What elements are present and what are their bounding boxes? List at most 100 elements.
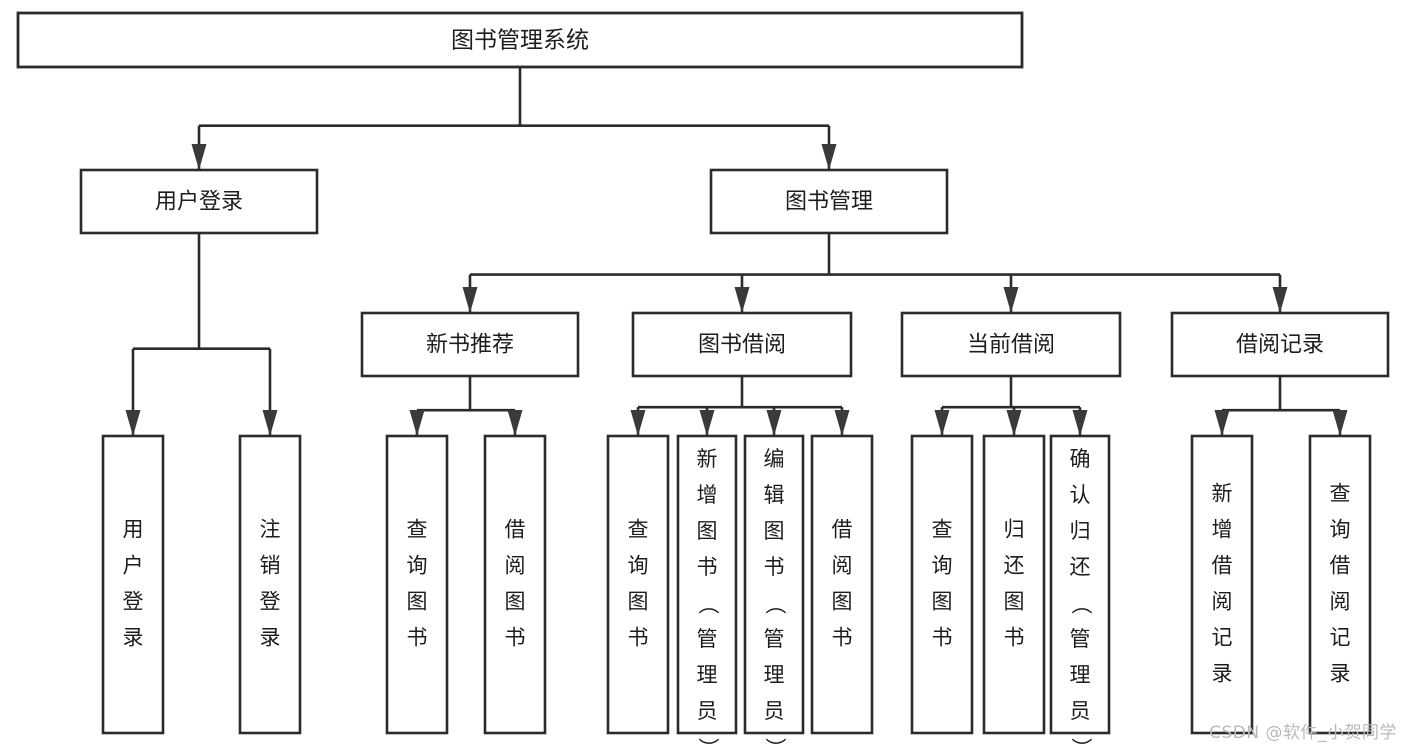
svg-text:询: 询 [407, 554, 428, 578]
svg-text:图: 图 [628, 590, 649, 614]
node-current-borrow[interactable]: 当前借阅 [900, 311, 1122, 378]
svg-text:阅: 阅 [1212, 590, 1233, 614]
connector-group-root [191, 67, 837, 170]
svg-text:销: 销 [260, 554, 281, 578]
svg-text:编: 编 [764, 447, 785, 471]
svg-text:管: 管 [1070, 627, 1091, 651]
connector-group-current-borrow [934, 376, 1088, 436]
connector-group-borrow-record [1214, 376, 1348, 436]
node-borrow-record[interactable]: 借阅记录 [1170, 311, 1390, 378]
svg-text:录: 录 [123, 626, 144, 650]
svg-text:归: 归 [1004, 518, 1025, 542]
svg-text:理: 理 [697, 663, 718, 687]
node-new-book-recommend[interactable]: 新书推荐 [360, 311, 580, 378]
svg-text:借: 借 [505, 518, 526, 542]
svg-text:书: 书 [764, 555, 785, 579]
svg-text:借: 借 [1212, 554, 1233, 578]
svg-text:录: 录 [1330, 662, 1351, 686]
svg-text:确: 确 [1070, 447, 1091, 471]
svg-text:）: ） [1069, 738, 1093, 747]
svg-text:录: 录 [1212, 662, 1233, 686]
svg-text:用: 用 [123, 518, 144, 542]
svg-text:（: （ [1069, 594, 1093, 615]
svg-text:查: 查 [407, 518, 428, 542]
svg-text:还: 还 [1004, 554, 1025, 578]
connector-group-new-book-recommend [409, 376, 523, 436]
svg-text:查: 查 [932, 518, 953, 542]
svg-text:员: 员 [764, 699, 785, 723]
svg-text:图: 图 [932, 590, 953, 614]
svg-text:（: （ [696, 594, 720, 615]
svg-text:书: 书 [505, 626, 526, 650]
node-label-book-borrow: 图书借阅 [698, 333, 786, 358]
svg-text:询: 询 [628, 554, 649, 578]
node-leaf-user-login[interactable]: 用户登录 [101, 434, 165, 735]
svg-text:（: （ [763, 594, 787, 615]
svg-text:书: 书 [932, 626, 953, 650]
node-book-borrow[interactable]: 图书借阅 [631, 311, 853, 378]
node-label-root: 图书管理系统 [451, 28, 589, 54]
svg-text:员: 员 [1070, 699, 1091, 723]
svg-text:归: 归 [1070, 519, 1091, 543]
svg-text:书: 书 [1004, 626, 1025, 650]
svg-text:理: 理 [764, 663, 785, 687]
svg-text:书: 书 [832, 626, 853, 650]
svg-text:）: ） [696, 738, 720, 747]
svg-text:辑: 辑 [764, 483, 785, 507]
svg-text:新: 新 [1212, 482, 1233, 506]
connector-group-book-manage [462, 233, 1288, 313]
svg-text:书: 书 [628, 626, 649, 650]
svg-text:图: 图 [764, 519, 785, 543]
svg-text:阅: 阅 [832, 554, 853, 578]
svg-text:管: 管 [697, 627, 718, 651]
svg-text:记: 记 [1212, 626, 1233, 650]
svg-text:注: 注 [260, 518, 281, 542]
node-user-login[interactable]: 用户登录 [79, 168, 319, 235]
node-book-manage[interactable]: 图书管理 [709, 168, 949, 235]
node-root[interactable]: 图书管理系统 [16, 11, 1024, 69]
node-label-book-manage: 图书管理 [785, 190, 873, 215]
node-label-leaf-user-login: 用户登录 [123, 518, 144, 650]
svg-text:书: 书 [407, 626, 428, 650]
svg-text:图: 图 [407, 590, 428, 614]
svg-text:记: 记 [1330, 626, 1351, 650]
csdn-watermark: CSDN @软件_小贺同学 [1209, 723, 1397, 743]
svg-text:书: 书 [697, 555, 718, 579]
connector-group-book-borrow [630, 376, 850, 436]
svg-text:户: 户 [123, 554, 144, 578]
svg-text:录: 录 [260, 626, 281, 650]
svg-text:查: 查 [628, 518, 649, 542]
svg-text:增: 增 [1212, 518, 1233, 542]
svg-text:借: 借 [1330, 554, 1351, 578]
svg-text:新: 新 [697, 447, 718, 471]
svg-text:图: 图 [505, 590, 526, 614]
svg-text:）: ） [763, 738, 787, 747]
svg-text:借: 借 [832, 518, 853, 542]
svg-text:登: 登 [260, 590, 281, 614]
node-label-borrow-record: 借阅记录 [1236, 333, 1324, 358]
svg-text:查: 查 [1330, 482, 1351, 506]
